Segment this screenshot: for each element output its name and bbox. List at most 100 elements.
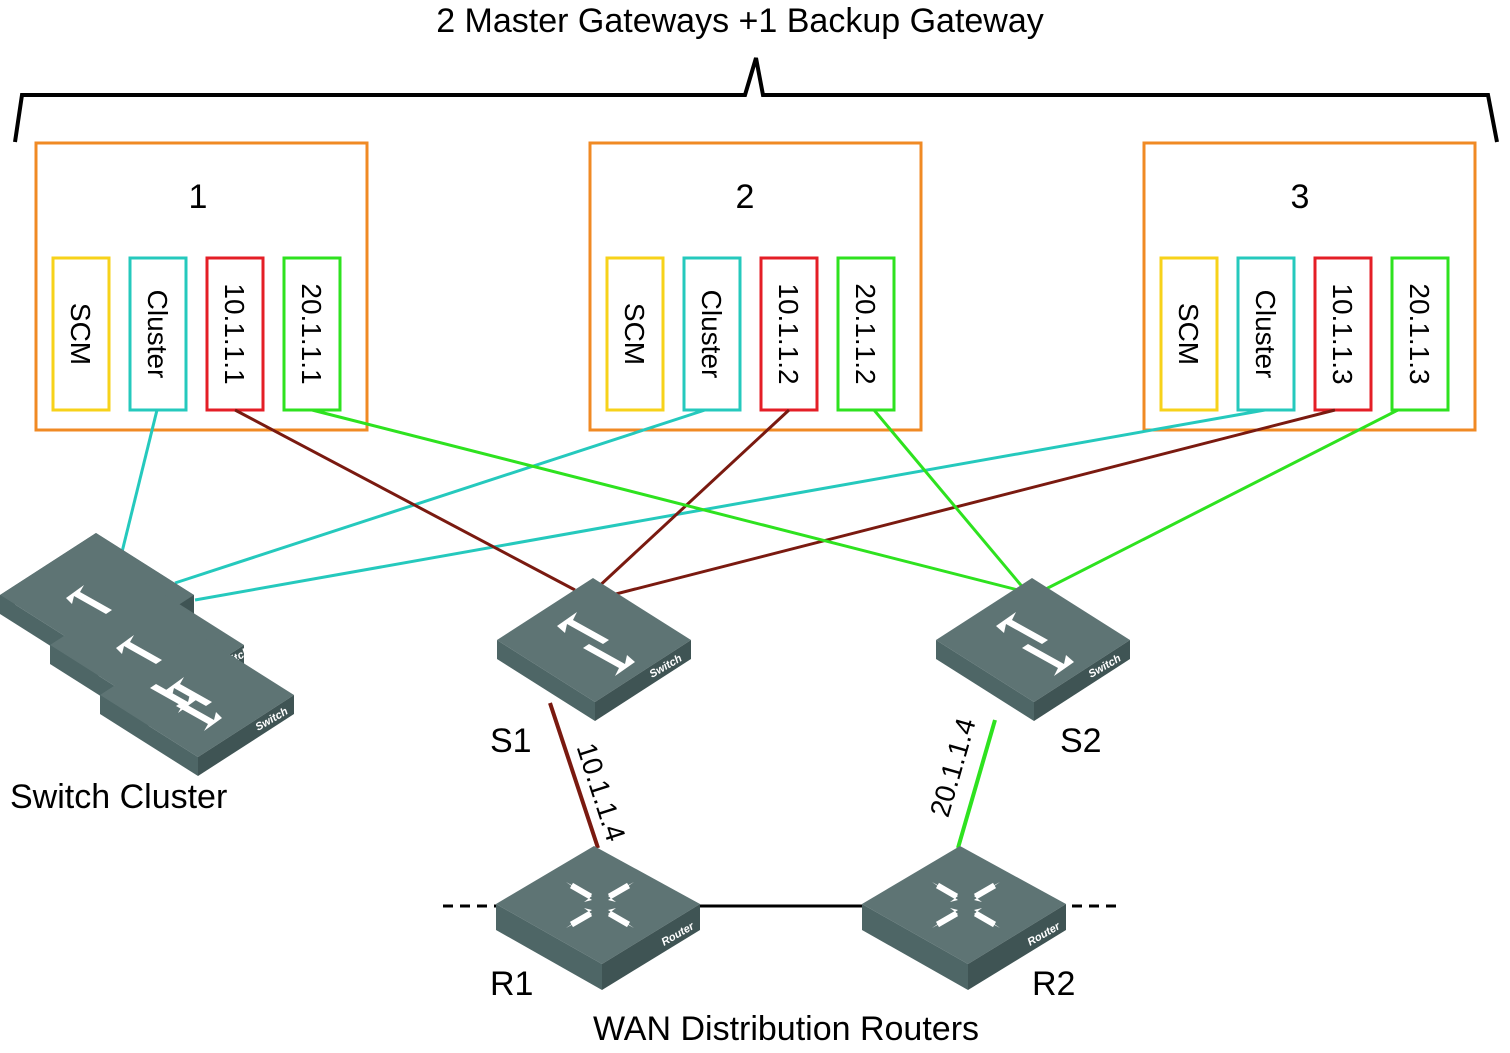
device-front — [1034, 640, 1130, 721]
cluster-slot — [128, 256, 188, 412]
net20-address: 20.1.1.3 — [1404, 283, 1435, 384]
scm-label: SCM — [619, 303, 650, 365]
switch-s1: Switch S1 — [490, 578, 691, 760]
arrow-shape — [974, 908, 1000, 928]
gateway-frame — [34, 141, 369, 432]
device-top — [497, 578, 691, 702]
switch-cluster-label: Switch Cluster — [10, 778, 227, 816]
arrow-shape — [973, 882, 997, 900]
net10-link — [234, 408, 576, 592]
device-top — [936, 578, 1130, 702]
arrow-shape — [607, 882, 631, 900]
arrow-shape — [996, 612, 1048, 644]
net10-slot — [1313, 256, 1373, 412]
gateway-number: 2 — [736, 178, 755, 216]
scm-slot — [605, 256, 665, 412]
arrow-shape — [935, 910, 959, 928]
switch-s1-label: S1 — [490, 722, 532, 760]
s2-r2-address: 20.1.1.4 — [924, 714, 982, 820]
net20-link — [1039, 408, 1399, 594]
switch-s2: Switch S2 — [936, 578, 1130, 760]
net10-link — [611, 408, 1336, 597]
arrow-shape — [66, 585, 112, 614]
net10-address: 10.1.1.3 — [1327, 283, 1358, 384]
gateway-group-brace — [13, 57, 1499, 143]
router-arrows-icon — [566, 882, 634, 928]
router-r1-label: R1 — [490, 965, 533, 1003]
cluster-link — [174, 408, 706, 585]
device-front — [497, 640, 595, 721]
arrow-shape — [1022, 644, 1074, 676]
cluster-slot — [682, 256, 742, 412]
net20-address: 20.1.1.1 — [296, 283, 327, 384]
device-front — [968, 904, 1066, 990]
device-front — [936, 640, 1034, 721]
router-r2-label: R2 — [1032, 965, 1075, 1003]
gateway-box-1: 1 SCM Cluster 10.1.1.1 20.1.1.1 — [34, 141, 369, 432]
device-front — [862, 904, 968, 990]
arrow-shape — [608, 908, 634, 928]
switch-s2-label: S2 — [1060, 722, 1102, 760]
device-front — [595, 640, 691, 721]
cluster-label: Cluster — [696, 290, 727, 379]
net20-slot — [836, 256, 896, 412]
device-front — [198, 695, 294, 776]
arrow-shape — [176, 702, 222, 731]
device-front — [100, 695, 198, 776]
arrow-shape — [932, 908, 958, 928]
cluster-label: Cluster — [1250, 290, 1281, 379]
router-r1: Router R1 — [490, 846, 700, 1003]
net20-link — [872, 409, 1027, 591]
device-top — [862, 846, 1066, 964]
switch-icon: Switch — [497, 578, 691, 721]
gateway-frame — [1142, 141, 1477, 432]
arrow-shape — [935, 882, 959, 900]
net10-link — [593, 408, 791, 592]
arrow-shape — [607, 910, 631, 928]
net10-address: 10.1.1.2 — [773, 283, 804, 384]
links — [120, 408, 1399, 908]
s1-r1-link — [548, 702, 600, 849]
gateway-box-2: 2 SCM Cluster 10.1.1.2 20.1.1.2 — [588, 141, 923, 432]
switch-icon: Switch — [936, 578, 1130, 721]
net20-slot — [1390, 256, 1450, 412]
switch-cluster: Switch Switch Switch Cluster — [0, 533, 294, 816]
device-front — [496, 904, 602, 990]
net10-address: 10.1.1.1 — [219, 283, 250, 384]
arrow-shape — [608, 882, 634, 902]
scm-slot — [51, 256, 111, 412]
router-icon: Router — [496, 846, 700, 990]
gateway-frame — [588, 141, 923, 432]
router-arrows-icon — [932, 882, 1000, 928]
arrow-shape — [557, 612, 609, 644]
arrow-shape — [932, 882, 958, 902]
arrow-shape — [566, 882, 592, 902]
arrow-shape — [566, 908, 592, 928]
arrow-shape — [974, 882, 1000, 902]
arrow-shape — [583, 644, 635, 676]
gateway-box-3: 3 SCM Cluster 10.1.1.3 20.1.1.3 — [1142, 141, 1477, 432]
scm-label: SCM — [65, 303, 96, 365]
arrow-shape — [569, 882, 593, 900]
gateway-number: 1 — [189, 178, 208, 216]
arrow-shape — [166, 677, 212, 706]
scm-label: SCM — [1173, 303, 1204, 365]
diagram-title: 2 Master Gateways +1 Backup Gateway — [436, 2, 1044, 40]
router-r2: Router R2 — [862, 846, 1075, 1003]
cluster-label: Cluster — [142, 290, 173, 379]
net20-link — [311, 408, 1019, 592]
scm-slot — [1159, 256, 1219, 412]
footer-caption: WAN Distribution Routers — [593, 1010, 979, 1048]
gateway-number: 3 — [1291, 178, 1310, 216]
device-top — [496, 846, 700, 964]
s2-r2-link — [956, 719, 997, 849]
switch-arrows-icon — [66, 585, 222, 731]
router-icon: Router — [862, 846, 1066, 990]
arrow-shape — [116, 635, 162, 664]
arrow-shape — [569, 910, 593, 928]
cluster-slot — [1236, 256, 1296, 412]
net20-address: 20.1.1.2 — [850, 283, 881, 384]
cluster-link — [194, 408, 1266, 602]
device-front — [602, 904, 700, 990]
